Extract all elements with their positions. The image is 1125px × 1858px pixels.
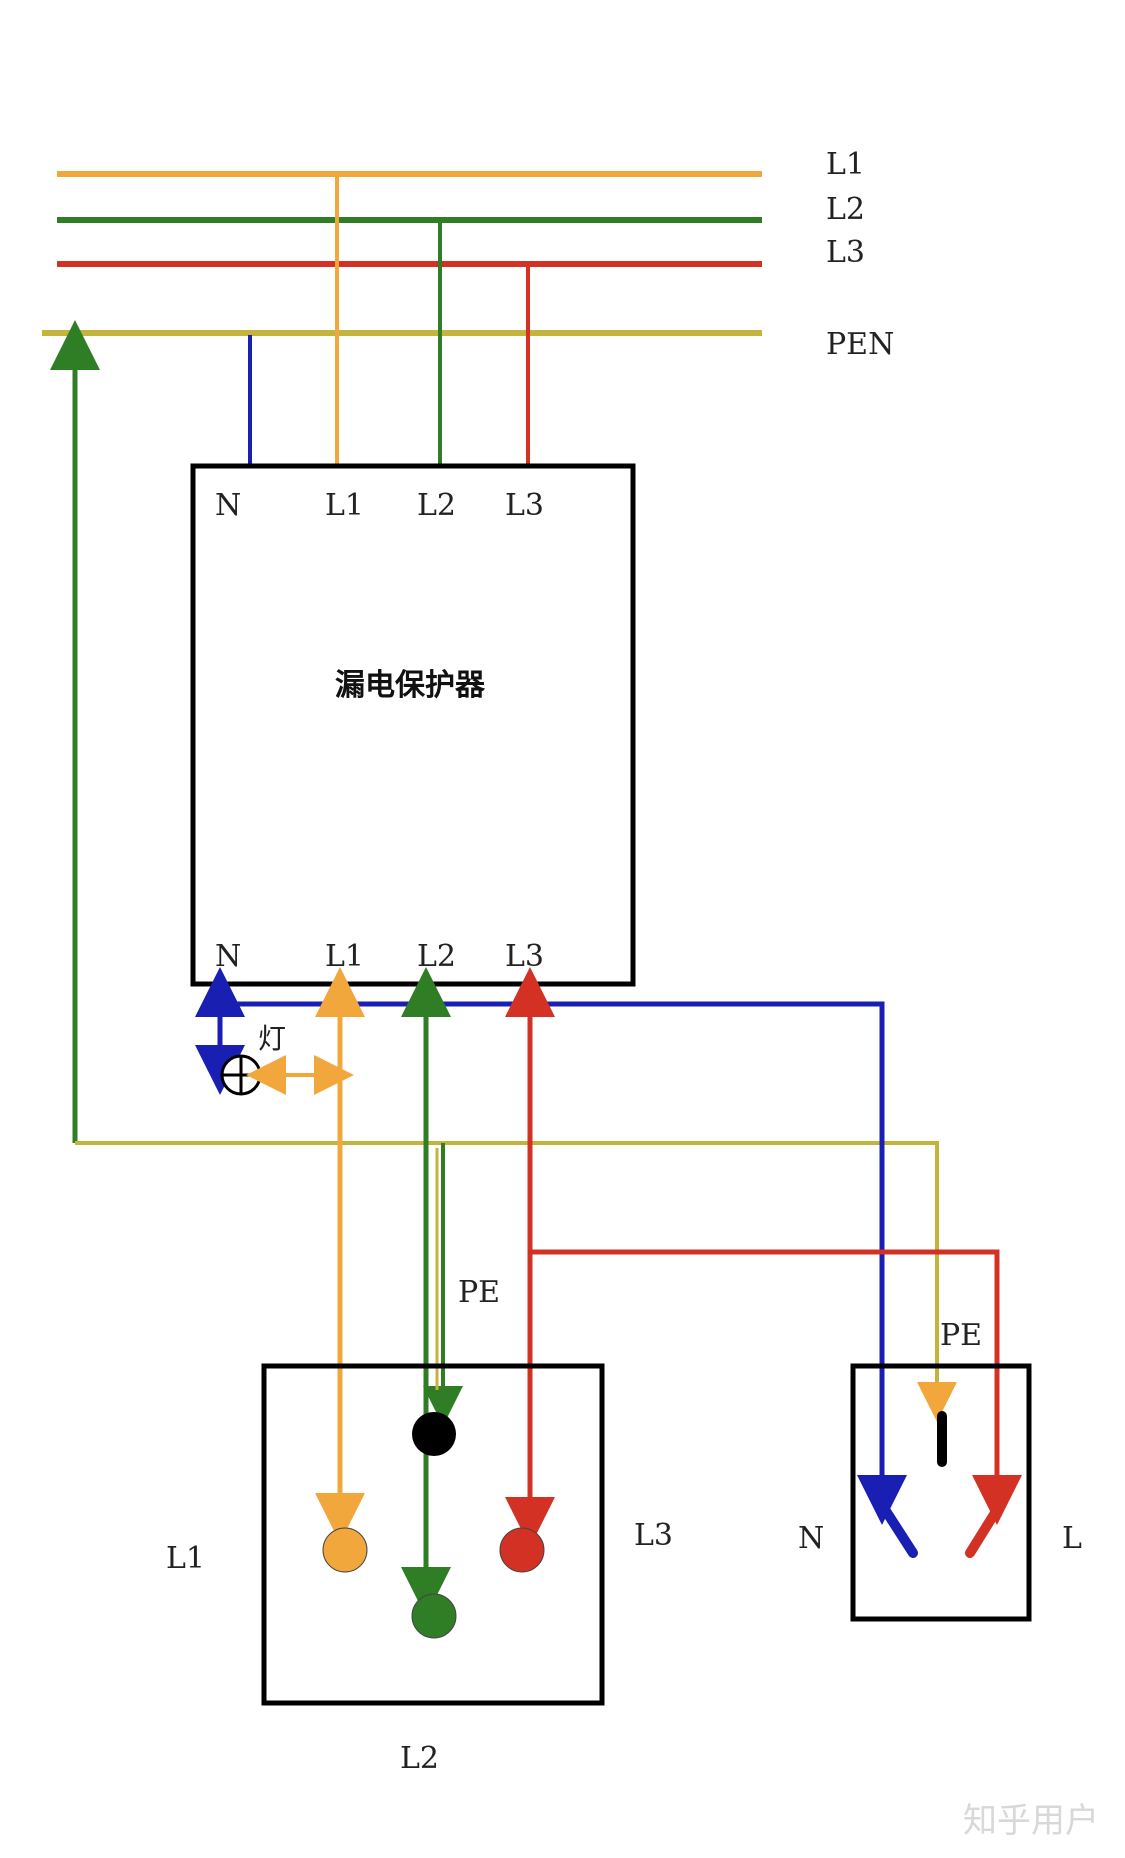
single-phase-n-label: N [798, 1521, 824, 1556]
socket-l2-hole [411, 1593, 457, 1639]
three-phase-l2-label: L2 [400, 1741, 439, 1776]
bus-label-l1: L1 [826, 147, 865, 182]
protector-top-l1-label: L1 [325, 488, 364, 523]
lamp-icon [220, 1054, 262, 1096]
lamp-label: 灯 [258, 1022, 286, 1055]
protector-bottom-l1-label: L1 [325, 939, 364, 974]
socket-l-pin [965, 1503, 1003, 1558]
pe-distribution-wire [75, 1141, 957, 1422]
socket-l3-hole [499, 1527, 545, 1573]
protector-top-l3-label: L3 [505, 488, 544, 523]
bus-label-l3: L3 [826, 235, 865, 270]
socket-l1-hole [322, 1527, 368, 1573]
protector-bottom-l2-label: L2 [417, 939, 456, 974]
socket-n-pin [879, 1503, 918, 1558]
bus-label-pen: PEN [826, 327, 894, 362]
protector-bottom-n-label: N [215, 939, 241, 974]
single-phase-pe-label: PE [940, 1318, 982, 1353]
three-phase-l3-label: L3 [634, 1518, 673, 1553]
socket-pe-hole [412, 1412, 456, 1456]
single-phase-l-label: L [1062, 1521, 1082, 1556]
three-phase-pe-label: PE [458, 1275, 500, 1310]
three-phase-l1-label: L1 [166, 1541, 205, 1576]
protector-title: 漏电保护器 [335, 668, 486, 703]
protector-top-n-label: N [215, 488, 241, 523]
protector-top-l2-label: L2 [417, 488, 456, 523]
l3-to-single-phase-wire [530, 1249, 1022, 1525]
protector-bottom-l3-label: L3 [505, 939, 544, 974]
watermark-text: 知乎用户 [963, 1801, 1099, 1841]
leakage-protector-box [190, 463, 636, 987]
bus-label-l2: L2 [826, 192, 865, 227]
three-phase-socket-box [261, 1363, 605, 1706]
single-phase-socket-box [850, 1363, 1032, 1622]
